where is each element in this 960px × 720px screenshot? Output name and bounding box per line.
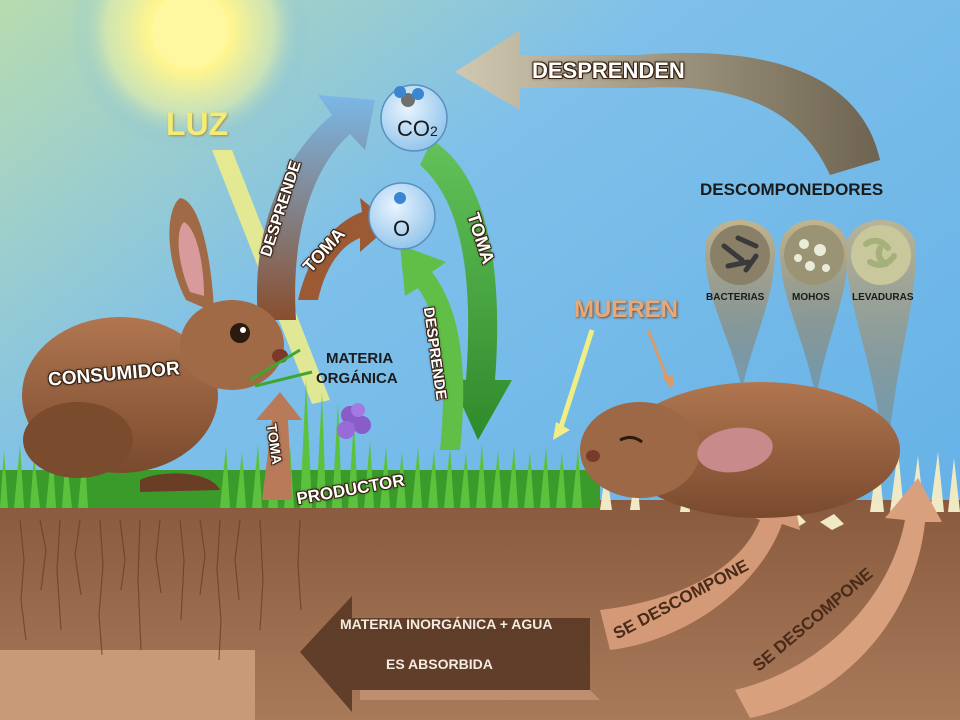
bacteria-icon (710, 225, 770, 285)
mueren-pointer-left (557, 329, 595, 431)
mueren-pointer-right (646, 329, 670, 381)
label-desprenden: DESPRENDEN (532, 58, 685, 83)
label-luz: LUZ (166, 106, 229, 142)
sun (152, 0, 228, 68)
arrow-desprenden (455, 30, 880, 175)
consumer-rabbit (22, 198, 313, 492)
roots (19, 519, 302, 661)
co2-subscript: 2 (430, 123, 438, 139)
label-mueren: MUEREN (574, 296, 679, 323)
arrow-desprende-right (400, 245, 464, 450)
label-mohos: MOHOS (792, 292, 830, 303)
arrow-toma-right (420, 140, 512, 440)
flower (337, 403, 371, 439)
label-materia-inorganica-2: ES ABSORBIDA (386, 656, 493, 672)
oxygen-bubble (368, 182, 436, 250)
label-materia-organica-2: ORGÁNICA (316, 370, 398, 387)
arrow-se-descompone-1 (600, 480, 800, 650)
label-co2: CO2 (397, 116, 438, 142)
arrow-se-descompone-2 (735, 478, 942, 718)
label-materia-inorganica-1: MATERIA INORGÁNICA + AGUA (340, 616, 553, 632)
drop-levaduras (846, 220, 916, 470)
arrow-toma-bottom (256, 392, 302, 500)
sun-glow (70, 0, 310, 150)
arrow-toma-left (298, 198, 392, 300)
label-descomponedores: DESCOMPONEDORES (700, 180, 884, 199)
dead-rabbit (580, 382, 900, 518)
label-oxygen: O (393, 216, 411, 241)
arrow-materia-inorganica (300, 596, 590, 712)
co2-bubble (380, 84, 448, 152)
co2-text: CO (397, 116, 430, 141)
soil-light-patch (0, 650, 255, 720)
label-materia-organica-1: MATERIA (326, 350, 394, 367)
arrow-desprende-left (256, 95, 375, 320)
mold-icon (784, 225, 844, 285)
label-bacterias: BACTERIAS (706, 292, 765, 303)
label-levaduras: LEVADURAS (852, 292, 914, 303)
